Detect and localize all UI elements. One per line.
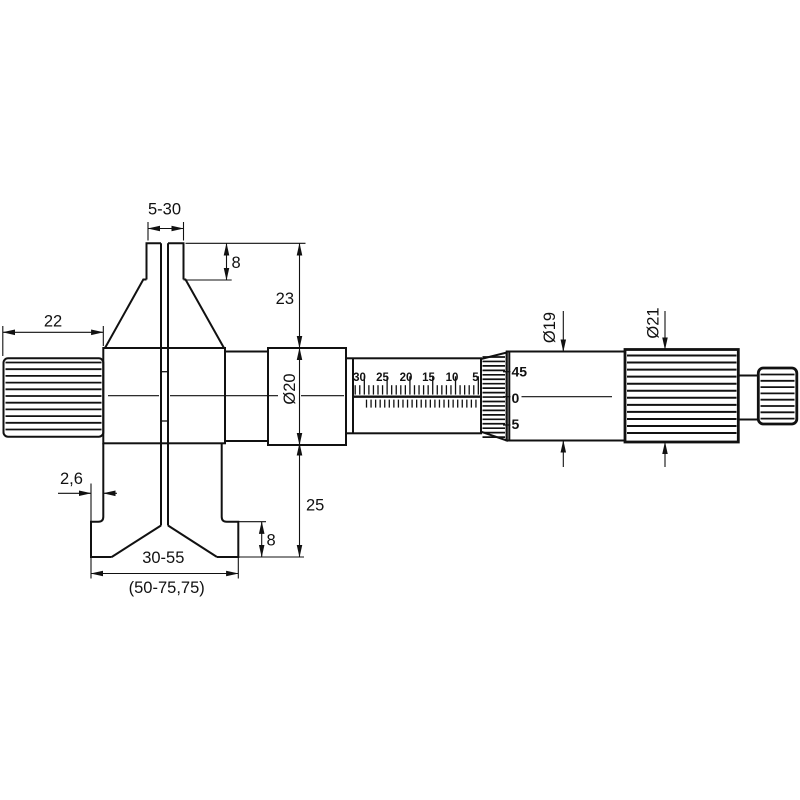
thimble-bevel (480, 351, 508, 442)
thimble-number: 0 (512, 390, 520, 406)
dim-extended-range: (50-75,75) (90, 557, 239, 597)
thimble-number: 45 (512, 364, 528, 380)
end-knob (756, 366, 799, 426)
dim-ratchet-diameter: Ø21 (645, 307, 668, 467)
dimension-text: Ø20 (281, 373, 299, 404)
lower-jaw-right (217, 443, 240, 558)
dimension-text: Ø21 (645, 307, 663, 338)
dimension-text: Ø19 (541, 312, 559, 343)
knob-outline (756, 366, 799, 426)
sleeve: 30 25 20 15 10 5 (345, 357, 482, 435)
dim-top-jaw-range: 5-30 (147, 201, 185, 241)
handle (2, 357, 105, 438)
sleeve-number: 25 (376, 372, 389, 384)
thimble-number: 5 (512, 416, 520, 432)
blade-v-right (167, 524, 218, 558)
blade-v-left (111, 524, 162, 558)
dimension-text: 2,6 (60, 470, 83, 488)
left-blade (145, 242, 161, 280)
dim-lower-jaw-range: 30-55 (142, 549, 184, 567)
dim-upper-height: 23 (276, 242, 303, 349)
sleeve-tick-marks (354, 376, 479, 408)
ratchet-knurling (627, 354, 737, 435)
bevel-hatching (482, 356, 505, 438)
dimension-text: 8 (267, 532, 276, 550)
dim-lower-height: 25 (238, 442, 324, 558)
sleeve-number: 30 (353, 372, 366, 384)
dimension-text: (50-75,75) (129, 579, 205, 597)
ratchet-sleeve (623, 348, 740, 444)
thimble: 45 0 5 (503, 350, 627, 442)
boss-right-slope (183, 278, 225, 349)
dim-lower-tip-height: 8 (238, 521, 276, 558)
boss-left-slope (104, 278, 147, 349)
dim-body-diameter: Ø20 (281, 347, 303, 446)
dim-handle-length: 22 (2, 313, 104, 356)
lower-jaw-left (90, 443, 112, 558)
knob-knurling (760, 373, 795, 420)
sleeve-number: 15 (422, 372, 435, 384)
dimension-text: 22 (44, 313, 62, 331)
dimension-text: 23 (276, 290, 294, 308)
dimension-text: 8 (232, 254, 241, 272)
dim-top-tip-height: 8 (185, 242, 306, 281)
dim-jaw-thickness: 2,6 (58, 470, 117, 522)
dimension-annotations: 5-30 8 23 Ø20 25 22 (2, 201, 668, 597)
sleeve-scale: 30 25 20 15 10 5 (353, 372, 481, 408)
handle-knurling (5, 361, 102, 431)
sleeve-number: 10 (446, 372, 459, 384)
measuring-blades (111, 242, 218, 558)
right-blade (168, 242, 185, 280)
dim-thimble-diameter: Ø19 (541, 311, 567, 467)
instrument: 30 25 20 15 10 5 45 0 5 (2, 242, 799, 558)
body-cylinder (267, 347, 347, 446)
ratchet-outline (623, 348, 740, 444)
sleeve-number: 20 (400, 372, 413, 384)
dimension-text: 5-30 (148, 201, 181, 219)
dimension-text: 25 (306, 497, 324, 515)
sleeve-number: 5 (472, 372, 479, 384)
